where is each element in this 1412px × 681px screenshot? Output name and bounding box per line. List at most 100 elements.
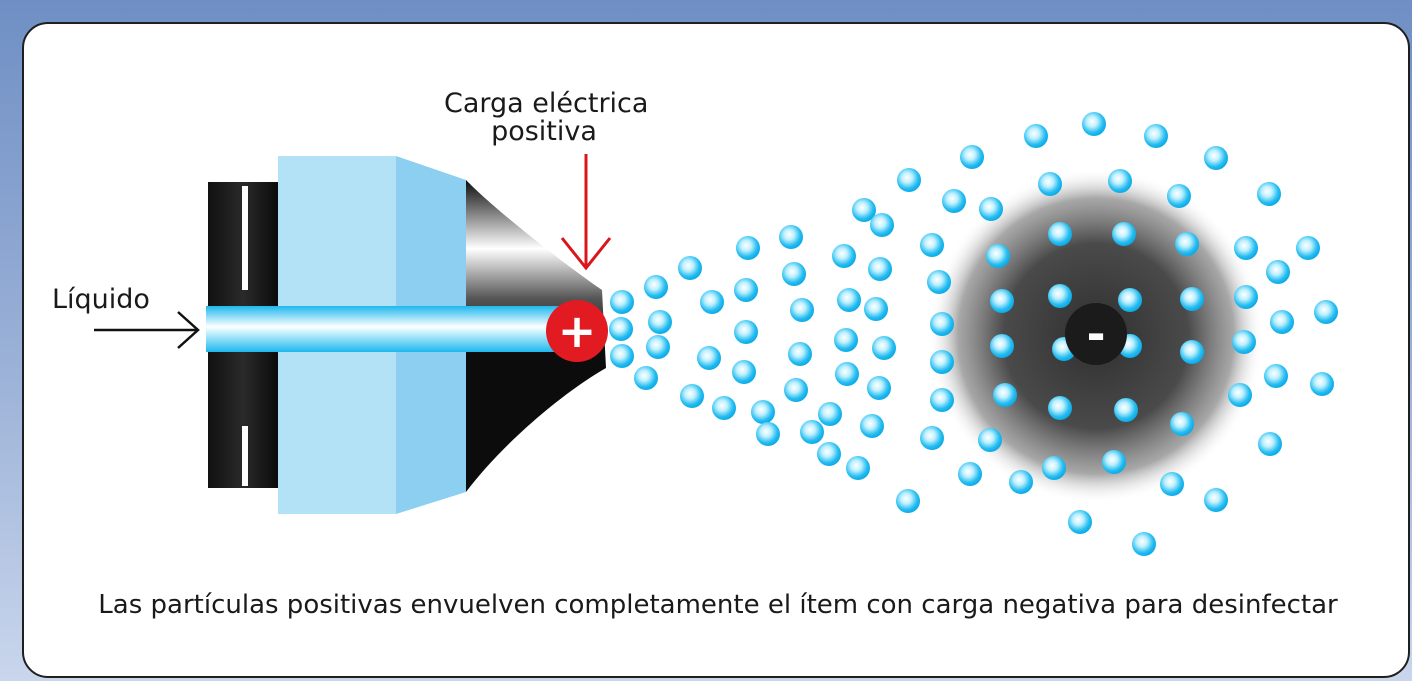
back-plate-slot-top [242, 186, 248, 290]
particle [784, 378, 808, 402]
negative-charge-node: - [1065, 303, 1127, 365]
particle [648, 310, 672, 334]
particle [1048, 284, 1072, 308]
particle [852, 198, 876, 222]
particle [736, 236, 760, 260]
particle [1082, 112, 1106, 136]
particle [978, 428, 1002, 452]
particle [1180, 287, 1204, 311]
particle [1314, 300, 1338, 324]
particle [920, 233, 944, 257]
particle [646, 335, 670, 359]
particle [897, 168, 921, 192]
particle [818, 402, 842, 426]
particle [930, 312, 954, 336]
back-plate-slot-bottom [242, 426, 248, 486]
particle [1068, 510, 1092, 534]
particle [800, 420, 824, 444]
particle [1048, 222, 1072, 246]
particle [1009, 470, 1033, 494]
particle [958, 462, 982, 486]
particle [751, 400, 775, 424]
particle [1296, 236, 1320, 260]
particle [835, 362, 859, 386]
particle [1234, 236, 1258, 260]
particle [864, 297, 888, 321]
particle [712, 396, 736, 420]
particle [867, 376, 891, 400]
particle [872, 336, 896, 360]
liquid-arrow [94, 311, 200, 349]
particle [1264, 364, 1288, 388]
particle [860, 414, 884, 438]
particle [1170, 412, 1194, 436]
particle [1257, 182, 1281, 206]
particle [610, 344, 634, 368]
particle [930, 388, 954, 412]
particle [990, 334, 1014, 358]
particle [634, 366, 658, 390]
particle [920, 426, 944, 450]
particle [1024, 124, 1048, 148]
liquid-channel [206, 306, 578, 352]
liquid-label: Líquido [52, 284, 150, 315]
particle [927, 270, 951, 294]
particle [942, 189, 966, 213]
particle [817, 442, 841, 466]
charge-arrow [560, 154, 612, 271]
particle [1042, 456, 1066, 480]
particle [779, 225, 803, 249]
particle [870, 213, 894, 237]
particle [1232, 330, 1256, 354]
particle [1114, 398, 1138, 422]
particle [1266, 260, 1290, 284]
particle [896, 489, 920, 513]
particle [700, 290, 724, 314]
particle [697, 346, 721, 370]
diagram-frame: + - Carga eléctrica positiva Líquido Las… [22, 22, 1410, 678]
particle [609, 317, 633, 341]
particle [1175, 232, 1199, 256]
particle [790, 298, 814, 322]
charge-label: Carga eléctrica positiva [444, 88, 649, 148]
particle [1108, 169, 1132, 193]
electrostatic-spray-diagram: + - [94, 112, 1338, 556]
particle [993, 383, 1017, 407]
particle [1204, 488, 1228, 512]
particle [678, 256, 702, 280]
particle [1270, 310, 1294, 334]
particle [1102, 450, 1126, 474]
particle [734, 278, 758, 302]
positive-charge-node: + [546, 300, 608, 362]
particle [788, 342, 812, 366]
particle [732, 360, 756, 384]
particle [960, 145, 984, 169]
particle [868, 257, 892, 281]
particle [734, 320, 758, 344]
charge-label-line2: positiva [491, 116, 597, 148]
particle [990, 289, 1014, 313]
particle [1228, 383, 1252, 407]
particle [979, 197, 1003, 221]
particle [834, 328, 858, 352]
positive-symbol: + [558, 304, 597, 358]
particle [756, 422, 780, 446]
particle [1310, 372, 1334, 396]
particle [1204, 146, 1228, 170]
particle [1132, 532, 1156, 556]
particle [930, 350, 954, 374]
particle [610, 290, 634, 314]
particle [846, 456, 870, 480]
particle [986, 244, 1010, 268]
negative-symbol: - [1086, 307, 1105, 361]
particle [1234, 285, 1258, 309]
particle [680, 384, 704, 408]
particle [837, 288, 861, 312]
particle [1118, 288, 1142, 312]
particle [1180, 340, 1204, 364]
particle [1048, 396, 1072, 420]
particle [1112, 222, 1136, 246]
charge-label-line1: Carga eléctrica [444, 88, 649, 119]
particle [644, 275, 668, 299]
particle [832, 244, 856, 268]
